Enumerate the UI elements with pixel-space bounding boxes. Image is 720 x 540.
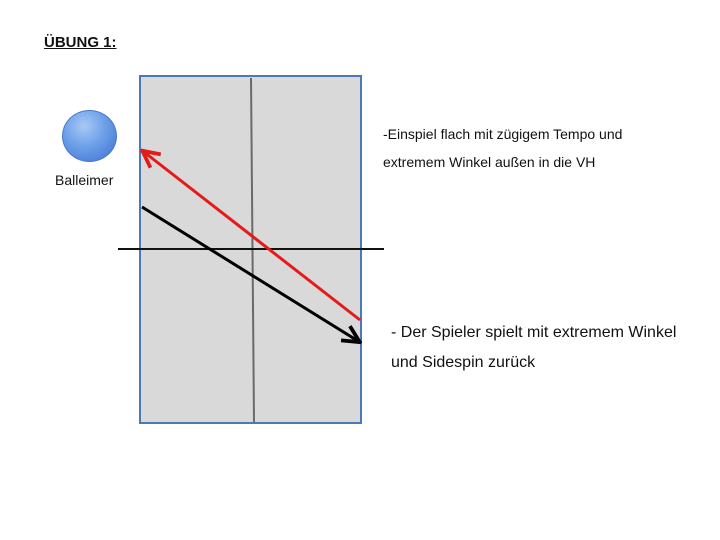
ball-bucket-icon <box>62 110 117 162</box>
note-return-stroke: - Der Spieler spielt mit extremem Winkel… <box>391 318 720 378</box>
page-title: ÜBUNG 1: <box>44 34 117 51</box>
note-second-line1: - Der Spieler spielt mit extremem Winkel <box>391 324 677 341</box>
note-first-stroke: -Einspiel flach mit zügigem Tempo und ex… <box>383 120 713 176</box>
note-second-line2: und Sidespin zurück <box>391 354 536 371</box>
ball-bucket-label: Balleimer <box>55 172 114 188</box>
note-first-line2: extremem Winkel außen in die VH <box>383 154 596 170</box>
return-arrow <box>141 205 358 341</box>
serve-arrow <box>144 152 361 322</box>
note-first-line1: -Einspiel flach mit zügigem Tempo und <box>383 126 623 142</box>
